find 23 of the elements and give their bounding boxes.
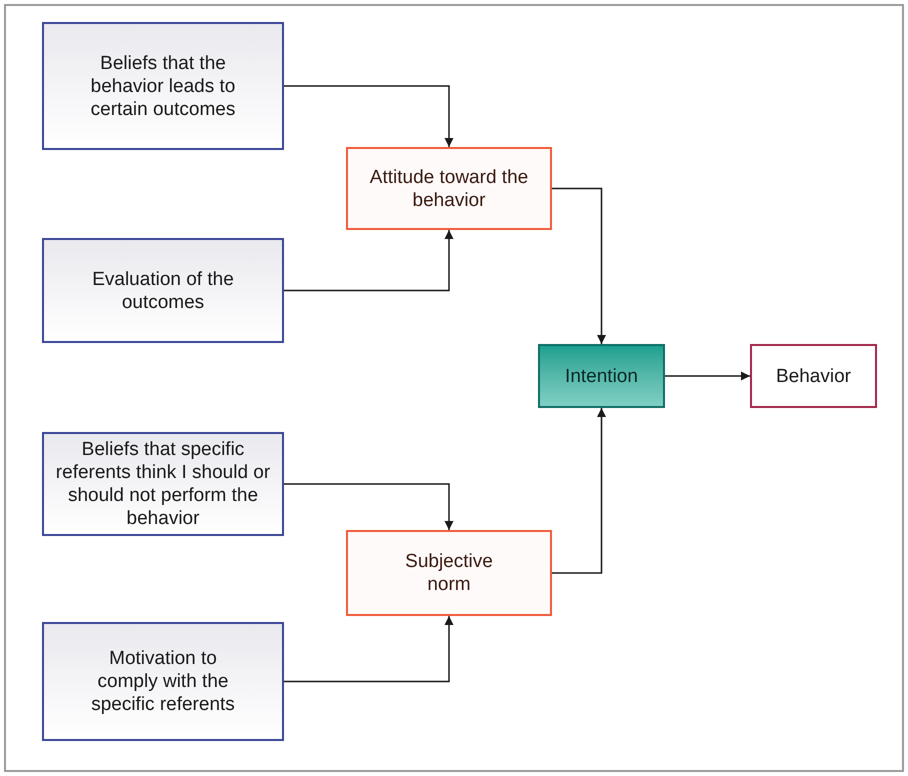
process-box xyxy=(750,344,877,408)
box-label: Evaluation of the outcomes xyxy=(91,268,235,314)
box-label: Beliefs that the behavior leads to certain outcomes xyxy=(90,52,236,120)
process-box xyxy=(346,147,552,230)
arrow xyxy=(665,372,750,380)
box-label: Behavior xyxy=(775,364,852,388)
box-label: Beliefs that specific referents think I should or should not perform the behavior xyxy=(54,438,272,530)
arrow xyxy=(284,483,454,530)
process-box xyxy=(42,432,284,536)
process-box xyxy=(346,530,552,616)
process-box xyxy=(42,238,284,343)
arrow xyxy=(284,85,454,147)
box-label: Subjective norm xyxy=(404,550,494,596)
box-label: Motivation to comply with the specific referents xyxy=(90,647,236,716)
arrow xyxy=(552,408,606,574)
arrow xyxy=(284,616,454,682)
box-label: Attitude toward the behavior xyxy=(369,166,529,212)
box-label: Intention xyxy=(564,364,639,388)
process-box xyxy=(42,622,284,741)
process-box xyxy=(538,344,665,408)
arrow xyxy=(284,230,454,292)
arrow xyxy=(552,188,606,344)
process-box xyxy=(42,22,284,150)
